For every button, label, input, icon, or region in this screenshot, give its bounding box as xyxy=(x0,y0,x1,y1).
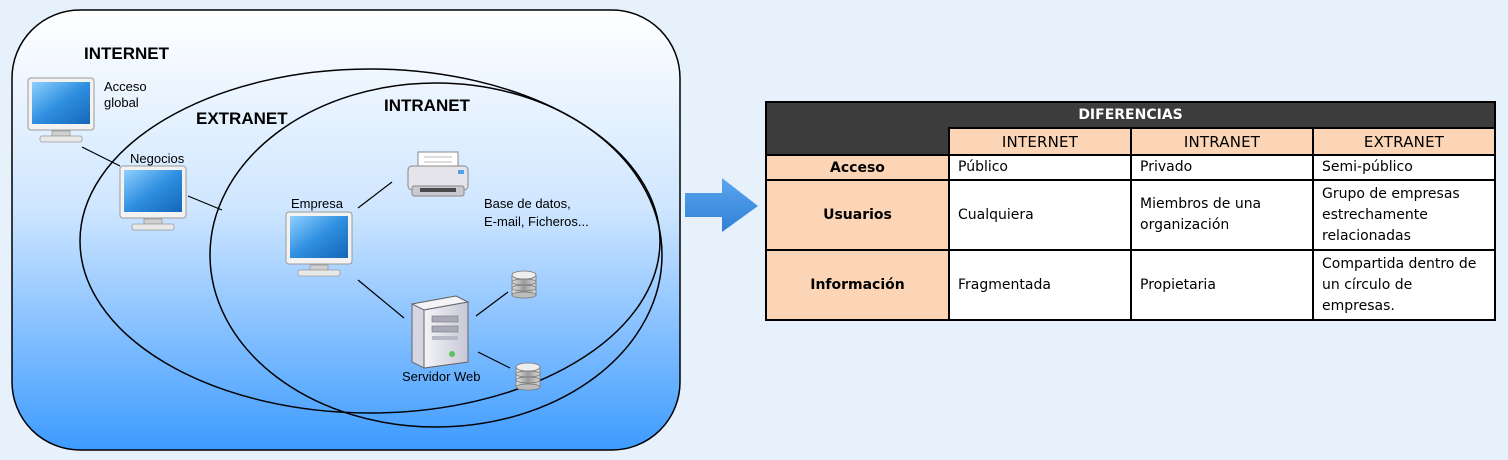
column-header-extranet: EXTRANET xyxy=(1311,127,1497,156)
connection-lines xyxy=(81,146,511,369)
extranet-zone xyxy=(79,68,661,414)
acceso-global-line1: Acceso xyxy=(104,79,147,94)
row-header-acceso: Acceso xyxy=(765,154,950,181)
internet-label: INTERNET xyxy=(84,44,170,63)
table-cell: Cualquiera xyxy=(948,179,1132,251)
base-datos-line2: E-mail, Ficheros... xyxy=(484,214,589,229)
row-header-informacion: Información xyxy=(765,249,950,321)
column-header-intranet: INTRANET xyxy=(1130,127,1314,156)
row-header-usuarios: Usuarios xyxy=(765,179,950,251)
table-corner xyxy=(765,128,950,156)
table-title: DIFERENCIAS xyxy=(764,101,1497,128)
table-cell: Privado xyxy=(1130,154,1314,181)
table-cell: Grupo de empresas estrechamente relacion… xyxy=(1311,179,1497,251)
table-cell: Semi-público xyxy=(1311,154,1497,181)
table-cell: Miembros de una organización xyxy=(1130,179,1314,251)
intranet-label: INTRANET xyxy=(384,96,471,115)
database-icon xyxy=(511,270,537,299)
table-row: Acceso Público Privado Semi-público xyxy=(765,154,1497,181)
database-icon xyxy=(515,362,541,391)
empresa-label: Empresa xyxy=(291,196,344,211)
table-cell: Propietaria xyxy=(1130,249,1314,321)
base-datos-line1: Base de datos, xyxy=(484,196,571,211)
intranet-zone xyxy=(209,82,663,428)
acceso-global-line2: global xyxy=(104,95,139,110)
arrow-right-icon xyxy=(685,178,758,232)
table-cell: Compartida dentro de un círculo de empre… xyxy=(1311,249,1497,321)
server-icon xyxy=(410,295,470,369)
column-header-internet: INTERNET xyxy=(948,127,1132,156)
network-diagram: INTERNET EXTRANET INTRANET Acceso global… xyxy=(11,9,758,451)
extranet-label: EXTRANET xyxy=(196,109,288,128)
table-row: Información Fragmentada Propietaria Comp… xyxy=(765,249,1497,321)
table-cell: Fragmentada xyxy=(948,249,1132,321)
table-row: Usuarios Cualquiera Miembros de una orga… xyxy=(765,179,1497,251)
printer-icon xyxy=(407,151,469,197)
differences-table: DIFERENCIAS INTERNET INTRANET EXTRANET A… xyxy=(764,101,1497,321)
servidor-label: Servidor Web xyxy=(402,369,481,384)
table-cell: Público xyxy=(948,154,1132,181)
negocios-label: Negocios xyxy=(130,151,185,166)
